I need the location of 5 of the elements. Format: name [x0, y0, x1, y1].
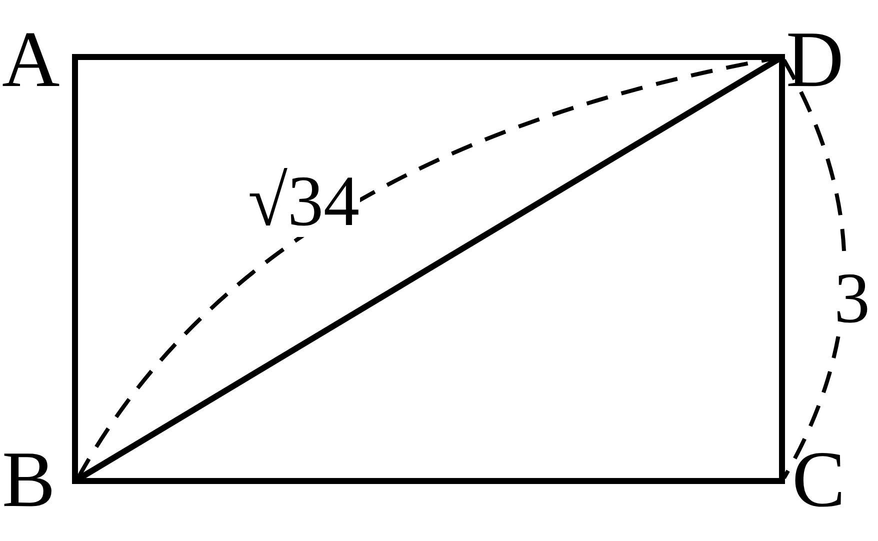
length-label: √34: [248, 165, 360, 237]
vertex-label: C: [792, 440, 846, 520]
vertex-label: B: [2, 440, 56, 520]
vertex-label: D: [786, 20, 844, 100]
vertex-label: A: [2, 20, 60, 100]
